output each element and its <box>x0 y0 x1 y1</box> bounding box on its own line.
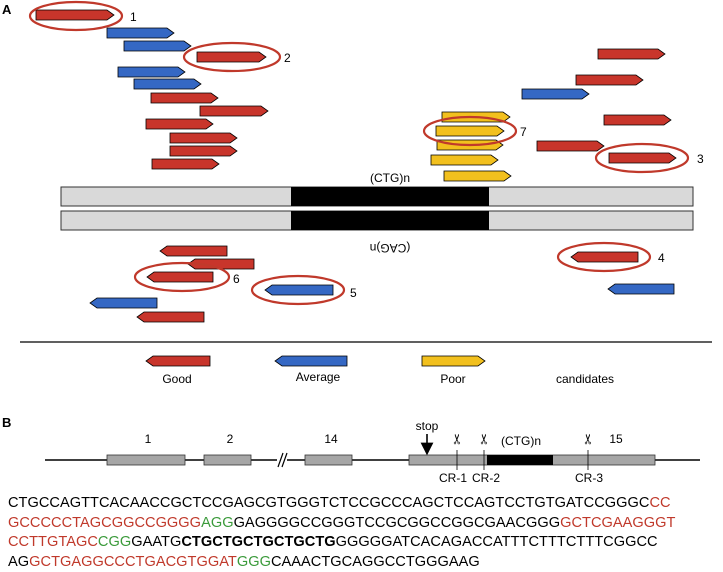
average-guide-arrow <box>107 28 174 38</box>
sequence-segment: GGGGGATCACAGACCATTTCTTTCTTTCGGCC <box>336 534 658 550</box>
good-guide-arrow <box>609 153 676 163</box>
good-guide-arrow <box>170 133 237 143</box>
break-mark <box>277 452 287 468</box>
good-guide-arrow <box>160 246 227 256</box>
legend-good-label: Good <box>162 372 191 386</box>
legend: Good Average Poor candidates <box>146 356 614 386</box>
stop-label: stop <box>416 419 439 433</box>
sequence-line: CTGCCAGTTCACAACCGCTCCGAGCGTGGGTCTCCGCCCA… <box>8 494 720 514</box>
repeat-label-bottom: (CAG)n <box>370 241 411 255</box>
pam-segment: CGG <box>98 534 131 550</box>
legend-average-label: Average <box>296 370 341 384</box>
exon-15-label: 15 <box>609 432 623 446</box>
callout-number: 3 <box>697 152 704 166</box>
repeat-block-top <box>291 187 489 206</box>
average-guide-arrow <box>265 285 333 295</box>
legend-poor-label: Poor <box>440 372 465 386</box>
average-guide-arrow <box>90 298 157 308</box>
good-guide-arrow <box>197 52 266 62</box>
good-guide-arrow <box>571 252 638 262</box>
sequence-segment: GAATG <box>131 534 181 550</box>
pam-segment: AGG <box>201 515 234 531</box>
average-guide-arrow <box>118 67 185 77</box>
exon-1-label: 1 <box>145 432 152 446</box>
callout-number: 5 <box>350 286 357 300</box>
cut-site-cr1-label: CR-1 <box>439 471 467 485</box>
sequence-line: AGGCTGAGGCCCTGACGTGGATGGGCAAACTGCAGGCCTG… <box>8 553 720 572</box>
figure-canvas: A 1 2 3 4 5 6 7 (CTG)n (CAG)n Good Average Poo… <box>0 0 723 494</box>
good-guide-arrow <box>146 119 213 129</box>
repeat-label-top: (CTG)n <box>370 171 410 185</box>
poor-guide-arrow <box>431 155 498 165</box>
legend-average-swatch <box>275 356 347 366</box>
callout-number: 1 <box>130 10 137 24</box>
poor-guide-arrow <box>444 171 511 181</box>
good-guide-arrow <box>151 93 218 103</box>
sgrna-target-segment: CC <box>649 495 670 511</box>
good-guide-arrow <box>137 312 204 322</box>
poor-guide-arrow <box>436 126 504 136</box>
cut-site-cr2-label: CR-2 <box>472 471 500 485</box>
sgrna-target-segment: GCTCGAAGGGT <box>560 515 675 531</box>
pam-segment: GGG <box>237 554 271 570</box>
repeat-block-exon15 <box>487 455 553 465</box>
exon-2-label: 2 <box>227 432 234 446</box>
good-guide-arrow <box>200 106 268 116</box>
good-guide-arrow <box>604 115 671 125</box>
cut-site-cr3-label: CR-3 <box>575 471 603 485</box>
exon-14-label: 14 <box>324 432 338 446</box>
sequence-line: GCCCCCTAGCGGCCGGGGAGGGAGGGGCCGGGTCCGCGGC… <box>8 514 720 534</box>
good-guide-arrow <box>170 146 237 156</box>
callout-number: 4 <box>658 251 665 265</box>
scissors-icon: ✂ <box>477 433 493 445</box>
good-guide-arrow <box>152 159 219 169</box>
guide-arrows <box>36 10 676 322</box>
good-guide-arrow <box>598 49 665 59</box>
good-guide-arrow <box>36 10 114 20</box>
gene-map: 1 2 14 15 (CTG)n stop ✂ CR-1 ✂ CR-2 ✂ CR… <box>45 419 700 485</box>
sequence-segment: GAGGGGCCGGGTCCGCGGCCGGCGAACGGG <box>234 515 561 531</box>
sequence-line: CCTTGTAGCCGGGAATGCTGCTGCTGCTGCTGGGGGGATC… <box>8 533 720 553</box>
repeat-block-bottom <box>291 211 489 230</box>
sgrna-target-segment: CCTTGTAGC <box>8 534 98 550</box>
sequence-segment: CAAACTGCAGGCCTGGGAAG <box>271 554 480 570</box>
exon-14 <box>305 455 352 465</box>
sequence-segment: CTGCCAGTTCACAACCGCTCCGAGCGTGGGTCTCCGCCCA… <box>8 495 649 511</box>
dna-bottom-strand <box>61 211 693 230</box>
dna-top-strand <box>61 187 693 206</box>
sgrna-target-segment: GCTGAGGCCCTGACGTGGAT <box>29 554 237 570</box>
exon-2 <box>204 455 251 465</box>
average-guide-arrow <box>134 79 201 89</box>
sequence-segment: AG <box>8 554 29 570</box>
callout-number: 2 <box>284 51 291 65</box>
average-guide-arrow <box>608 284 674 294</box>
panel-a-label: A <box>2 2 12 17</box>
legend-candidates-label: candidates <box>556 372 614 386</box>
good-guide-arrow <box>537 141 604 151</box>
good-guide-arrow <box>576 75 643 85</box>
sgrna-target-segment: GCCCCCTAGCGGCCGGGG <box>8 515 201 531</box>
average-guide-arrow <box>522 89 589 99</box>
scissors-icon: ✂ <box>581 433 597 445</box>
scissors-icon: ✂ <box>450 433 466 445</box>
exon-1 <box>107 455 185 465</box>
exon15-repeat-label: (CTG)n <box>501 434 541 448</box>
dna-sequence: CTGCCAGTTCACAACCGCTCCGAGCGTGGGTCTCCGCCCA… <box>8 494 720 572</box>
legend-poor-swatch <box>422 356 485 366</box>
ctg-repeat-segment: CTGCTGCTGCTGCTG <box>181 534 335 550</box>
good-guide-arrow <box>147 272 213 282</box>
average-guide-arrow <box>124 41 191 51</box>
legend-good-swatch <box>146 356 210 366</box>
callout-number: 6 <box>233 272 240 286</box>
panel-b-label: B <box>2 415 11 430</box>
callout-number: 7 <box>520 125 527 139</box>
